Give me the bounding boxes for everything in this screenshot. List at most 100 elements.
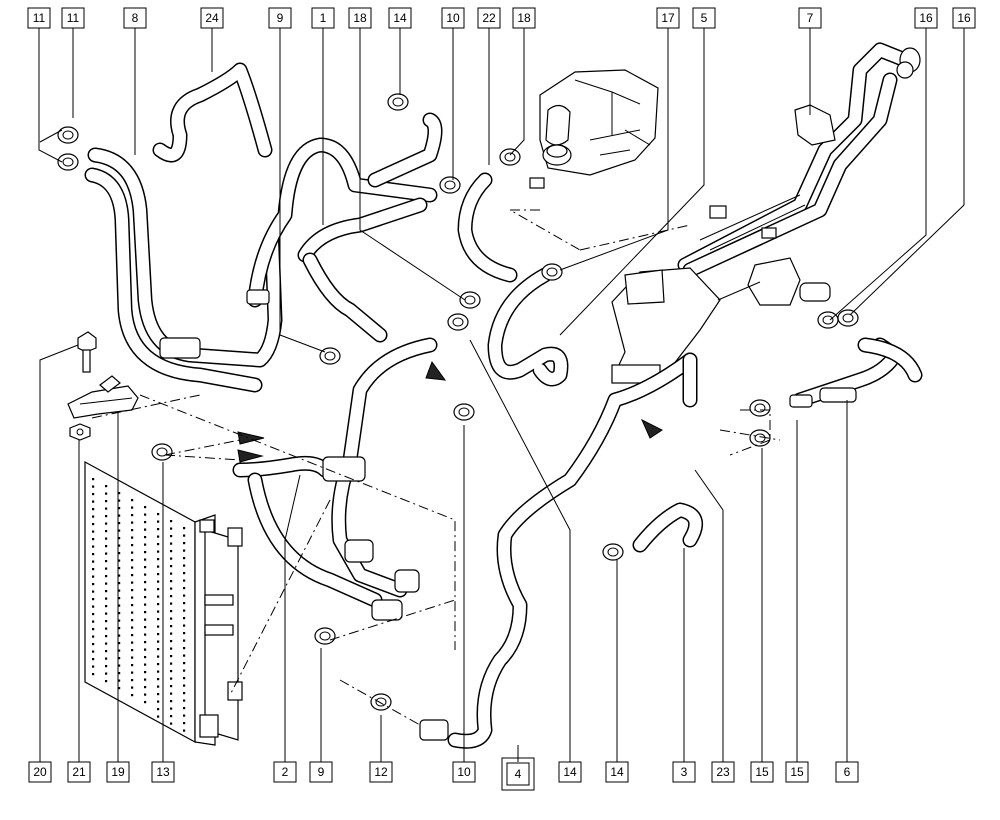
radiator-core-dot	[105, 605, 108, 608]
radiator-core-dot	[170, 572, 173, 575]
radiator-core-dot	[170, 535, 173, 538]
callout-top-9: 22	[477, 7, 501, 29]
radiator-core-dot	[131, 581, 134, 584]
radiator-core-dot	[157, 693, 160, 696]
radiator-core-dot	[183, 527, 186, 530]
radiator-core-dot	[157, 670, 160, 673]
hose-clamp-inner	[822, 315, 834, 325]
radiator-core-dot	[92, 665, 95, 668]
heater-pipe-assembly	[611, 42, 921, 384]
radiator-core-dot	[144, 506, 147, 509]
radiator-core-dot	[183, 557, 186, 560]
radiator-core-dot	[92, 613, 95, 616]
radiator-core-dot	[131, 686, 134, 689]
radiator-core-dot	[170, 527, 173, 530]
callout-top-11: 17	[656, 7, 680, 29]
hose-clamp	[837, 309, 859, 327]
radiator-core-dot	[170, 542, 173, 545]
radiator-core-dot	[170, 662, 173, 665]
radiator-core-dot	[157, 558, 160, 561]
radiator-core-dot	[92, 530, 95, 533]
radiator-core-dot	[157, 535, 160, 538]
callout-bottom-3: 13	[151, 761, 175, 783]
radiator-core-dot	[144, 573, 147, 576]
radiator-core-dot	[118, 552, 121, 555]
assembly-guide-lines	[91, 209, 781, 726]
hose-clamp-inner	[62, 157, 74, 167]
callout-number: 9	[318, 765, 325, 779]
radiator-core-dot	[144, 678, 147, 681]
hose-clamp	[499, 148, 521, 166]
hose-clamp-inner	[324, 351, 336, 361]
radiator-core-dot	[131, 656, 134, 659]
radiator-core-dot	[144, 701, 147, 704]
callout-number: 4	[515, 767, 522, 781]
hose-clamp-inner	[458, 407, 470, 417]
radiator-core-dot	[105, 567, 108, 570]
radiator-core-dot	[131, 574, 134, 577]
callout-number: 8	[132, 11, 139, 25]
radiator-core-dot	[144, 581, 147, 584]
leader-lines	[38, 28, 965, 762]
callout-top-6: 18	[348, 7, 372, 29]
radiator-core-dot	[105, 522, 108, 525]
callout-number: 22	[482, 11, 496, 25]
callout-top-13: 7	[798, 7, 822, 29]
radiator-core-dot	[183, 669, 186, 672]
radiator-core-dot	[183, 699, 186, 702]
radiator-core-dot	[131, 596, 134, 599]
radiator-core-dot	[144, 671, 147, 674]
radiator-core-dot	[105, 650, 108, 653]
hose-14-upper	[367, 112, 443, 188]
radiator-core-dot	[131, 604, 134, 607]
radiator-core-dot	[144, 618, 147, 621]
bottom-callout-labels: 20 21 19 13 2 9 12 10 4 14 14 3 23 15 15…	[28, 757, 859, 791]
callout-number: 14	[393, 11, 407, 25]
radiator-core-dot	[105, 492, 108, 495]
hose-clamp	[319, 347, 341, 365]
radiator-core-dot	[105, 680, 108, 683]
radiator	[84, 460, 243, 746]
radiator-core-dot	[170, 692, 173, 695]
radiator-core-dot	[144, 603, 147, 606]
hose-24	[152, 62, 273, 163]
radiator-core-dot	[170, 670, 173, 673]
hose-22	[457, 172, 518, 283]
radiator-core-dot	[157, 685, 160, 688]
radiator-core-dot	[183, 617, 186, 620]
hose-clamp	[453, 403, 475, 421]
radiator-core-dot	[170, 565, 173, 568]
radiator-core-dot	[118, 604, 121, 607]
callout-number: 20	[33, 765, 47, 779]
radiator-core-dot	[92, 553, 95, 556]
radiator-core-dot	[131, 566, 134, 569]
radiator-core-dot	[183, 647, 186, 650]
callout-top-12: 5	[692, 7, 716, 29]
radiator-core-dot	[170, 580, 173, 583]
highlight-frame	[501, 757, 535, 791]
callout-top-3: 24	[200, 7, 224, 29]
radiator-core-dot	[118, 507, 121, 510]
callout-number: 10	[446, 11, 460, 25]
radiator-core-dot	[105, 642, 108, 645]
radiator-core-dot	[105, 582, 108, 585]
radiator-core-dot	[92, 493, 95, 496]
radiator-core-dot	[170, 677, 173, 680]
callout-top-14: 16	[914, 7, 938, 29]
callout-number: 18	[353, 11, 367, 25]
radiator-core-dot	[105, 537, 108, 540]
callout-number: 9	[277, 11, 284, 25]
radiator-core-dot	[144, 656, 147, 659]
radiator-core-dot	[105, 657, 108, 660]
radiator-core-dot	[144, 543, 147, 546]
radiator-core-dot	[170, 685, 173, 688]
callout-top-2: 8	[123, 7, 147, 29]
radiator-core-dot	[144, 686, 147, 689]
radiator-core-dot	[118, 612, 121, 615]
callout-bottom-9: 14	[558, 761, 582, 783]
radiator-core-dot	[183, 714, 186, 717]
radiator-core-dot	[157, 618, 160, 621]
radiator-core-dot	[118, 589, 121, 592]
radiator-core-dot	[157, 588, 160, 591]
